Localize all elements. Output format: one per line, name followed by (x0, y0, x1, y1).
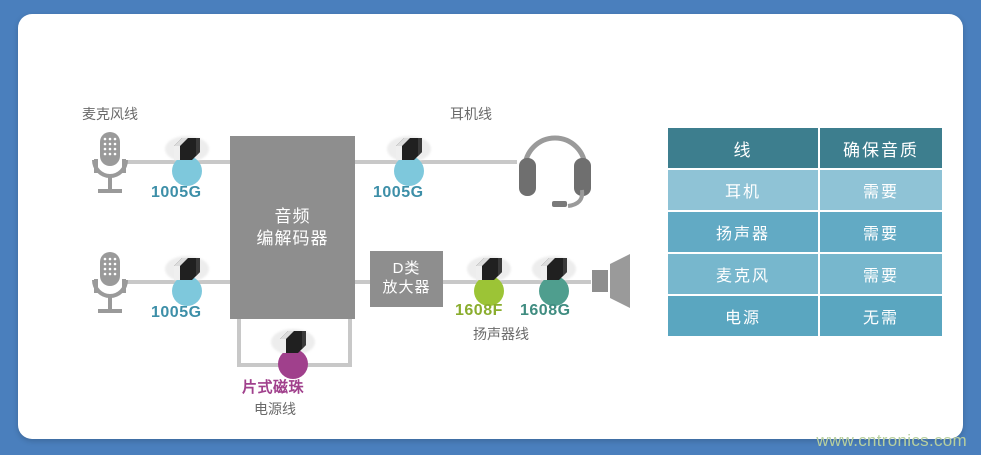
wire-codec-amp (355, 280, 370, 284)
table-row: 耳机 需要 (668, 170, 942, 210)
table-cell-value: 需要 (820, 212, 942, 252)
component-1608f[interactable] (466, 254, 512, 308)
part-label-1005g-mic-bottom: 1005G (151, 304, 202, 321)
amp-label-line1: D类 (392, 260, 421, 278)
label-speaker-line: 扬声器线 (473, 326, 529, 342)
table-row: 电源 无需 (668, 296, 942, 336)
chip-icon (174, 138, 200, 160)
wire-speaker (443, 280, 591, 284)
component-dot (172, 156, 202, 186)
amp-label-line2: 放大器 (382, 279, 431, 296)
quality-table: 线 确保音质 耳机 需要 扬声器 需要 麦克风 需要 电源 无需 (666, 126, 944, 338)
component-1005g-headphone[interactable] (386, 134, 432, 188)
part-label-1608f: 1608F (455, 302, 503, 319)
speaker-icon (590, 252, 638, 315)
audio-codec-block[interactable]: 音频 编解码器 (230, 136, 355, 319)
component-dot (539, 276, 569, 306)
microphone-icon (84, 130, 136, 205)
table-header-cell-line: 线 (668, 128, 818, 168)
wire-power-right (348, 319, 352, 367)
diagram-card: 音频 编解码器 D类 放大器 (18, 14, 963, 439)
table-header-row: 线 确保音质 (668, 128, 942, 168)
diagram-stage: 音频 编解码器 D类 放大器 (18, 14, 963, 439)
table-cell-value: 无需 (820, 296, 942, 336)
chip-icon (174, 258, 200, 280)
component-1005g-mic-top[interactable] (164, 134, 210, 188)
part-label-1005g-headphone: 1005G (373, 184, 424, 201)
chip-icon (541, 258, 567, 280)
wire-headphone (355, 160, 517, 164)
label-power-line: 电源线 (254, 401, 296, 417)
component-dot (172, 276, 202, 306)
part-label-ferrite-bead: 片式磁珠 (242, 379, 305, 396)
microphone-icon (84, 250, 136, 325)
watermark: www.cntronics.com (816, 431, 967, 450)
component-dot (474, 276, 504, 306)
chip-icon (280, 331, 306, 353)
table-row: 扬声器 需要 (668, 212, 942, 252)
chip-icon (476, 258, 502, 280)
label-mic-line: 麦克风线 (82, 106, 138, 122)
component-1608g[interactable] (531, 254, 577, 308)
component-ferrite-bead[interactable] (270, 327, 316, 381)
table-row: 麦克风 需要 (668, 254, 942, 294)
chip-icon (396, 138, 422, 160)
table-cell-item: 耳机 (668, 170, 818, 210)
codec-label-line1: 音频 (274, 207, 311, 227)
part-label-1005g-mic-top: 1005G (151, 184, 202, 201)
component-dot (278, 349, 308, 379)
headset-icon (513, 124, 599, 213)
wire-power-left (237, 319, 241, 367)
part-label-1608g: 1608G (520, 302, 571, 319)
component-1005g-mic-bottom[interactable] (164, 254, 210, 308)
table-header-cell-quality: 确保音质 (820, 128, 942, 168)
class-d-amplifier-block[interactable]: D类 放大器 (370, 251, 443, 307)
table-cell-item: 扬声器 (668, 212, 818, 252)
table-cell-value: 需要 (820, 170, 942, 210)
codec-label-line2: 编解码器 (256, 228, 329, 248)
table-cell-item: 电源 (668, 296, 818, 336)
table-cell-item: 麦克风 (668, 254, 818, 294)
component-dot (394, 156, 424, 186)
table-cell-value: 需要 (820, 254, 942, 294)
label-headphone-line: 耳机线 (450, 106, 492, 122)
